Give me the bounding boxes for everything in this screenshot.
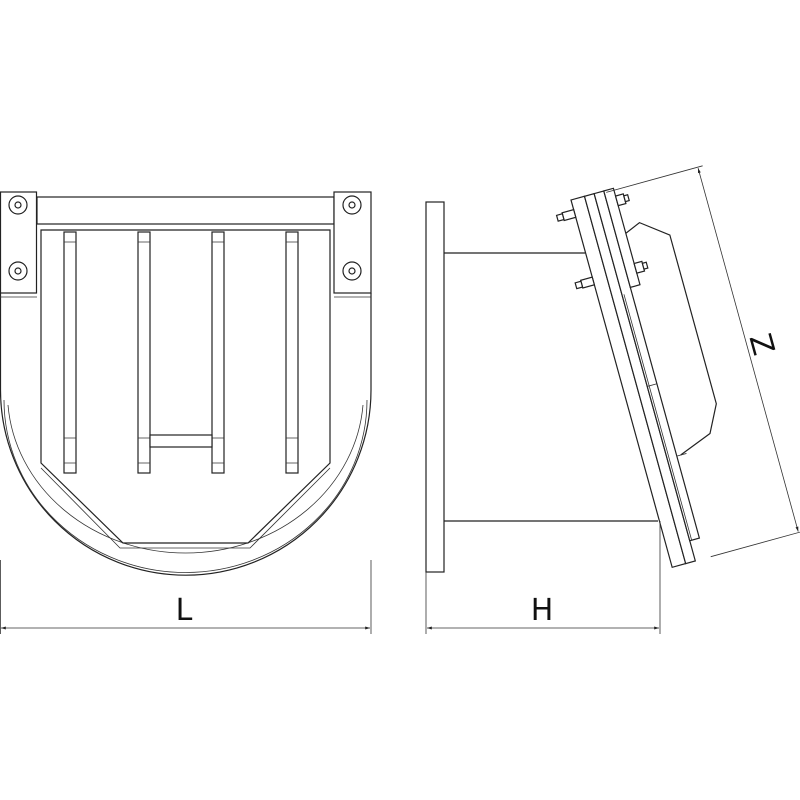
outer-body [0, 293, 372, 576]
inner-plate-edge [40, 467, 331, 549]
bar [137, 231, 151, 474]
outer-rim [3, 399, 368, 573]
outer-rim-inner [7, 404, 364, 554]
bolt-icon [342, 195, 362, 215]
bolt-icon [342, 261, 362, 281]
cross-bar [149, 434, 213, 448]
inner-plate [40, 229, 331, 544]
left-bracket [0, 191, 38, 298]
bar [211, 231, 225, 474]
dimension-label-Z: Z [742, 330, 781, 359]
bar [63, 231, 77, 474]
front-view: L [0, 191, 372, 634]
dimension-label-H: H [531, 593, 554, 628]
top-bar [36, 196, 335, 225]
dimension-label-L: L [176, 593, 193, 628]
dimension-L: L [0, 560, 372, 634]
bolt-icon [8, 195, 28, 215]
bolt-icon [555, 193, 649, 290]
right-bracket [333, 191, 372, 298]
bar [285, 231, 299, 474]
flange [425, 201, 445, 573]
dimension-Z [606, 165, 800, 558]
side-view: Z H [425, 165, 800, 634]
vertical-bars [63, 231, 299, 474]
dimension-H: H [425, 521, 661, 634]
clamp-plate [603, 187, 641, 289]
flap-assembly [555, 165, 800, 569]
bolt-icon [8, 261, 28, 281]
